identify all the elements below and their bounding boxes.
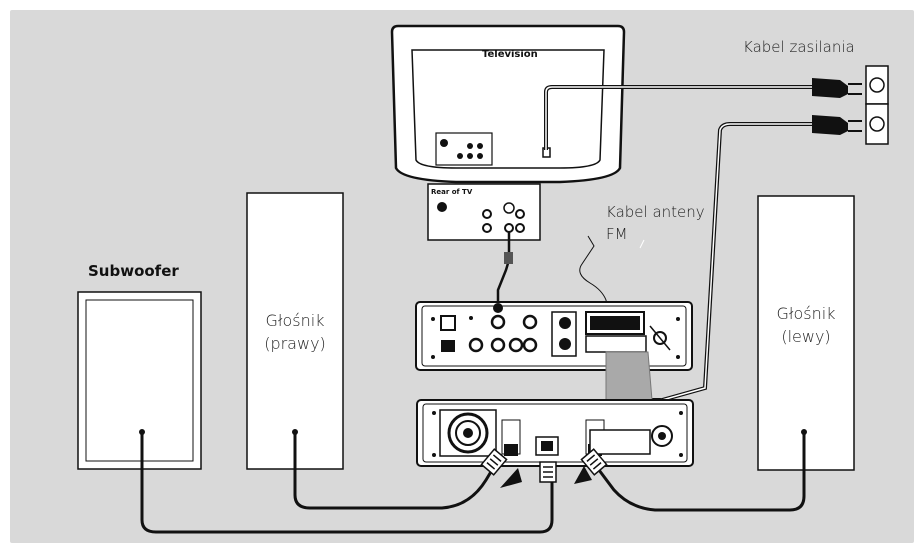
speaker-right-label-line1: Głośnik (265, 311, 325, 330)
subwoofer (77, 291, 202, 470)
fm-antenna-label-line2: FM (606, 225, 628, 243)
fm-antenna-label-line1: Kabel anteny (606, 203, 705, 221)
speaker-left-label: Głośnik (lewy) (758, 302, 854, 348)
speaker-left-label-line1: Głośnik (776, 304, 836, 323)
speaker-left-label-line2: (lewy) (781, 327, 831, 346)
tv-rear-panel (435, 132, 493, 166)
main-unit (415, 301, 693, 371)
speaker-connectors (480, 448, 608, 483)
power-cable-label: Kabel zasilania (743, 38, 855, 56)
television: Television (390, 24, 626, 184)
television-label: Television (482, 49, 538, 60)
amplifier-unit (416, 399, 694, 488)
video-cable (496, 232, 511, 302)
fm-antenna-wire (579, 235, 609, 313)
speaker-right-label: Głośnik (prawy) (247, 309, 343, 355)
speaker-right-label-line2: (prawy) (264, 334, 326, 353)
speaker-left (757, 195, 855, 471)
power-cables (544, 65, 889, 420)
speaker-cables (140, 432, 806, 534)
fm-antenna-label: Kabel anteny FM (606, 201, 705, 245)
wall-socket-2 (865, 103, 889, 145)
rear-of-tv-label: Rear of TV (431, 188, 473, 196)
power-plug-1 (812, 78, 848, 98)
speaker-right (246, 192, 344, 470)
rear-of-tv-zoom: Rear of TV (427, 183, 541, 241)
power-plug-2 (812, 115, 848, 135)
subwoofer-label: Subwoofer (88, 262, 179, 280)
